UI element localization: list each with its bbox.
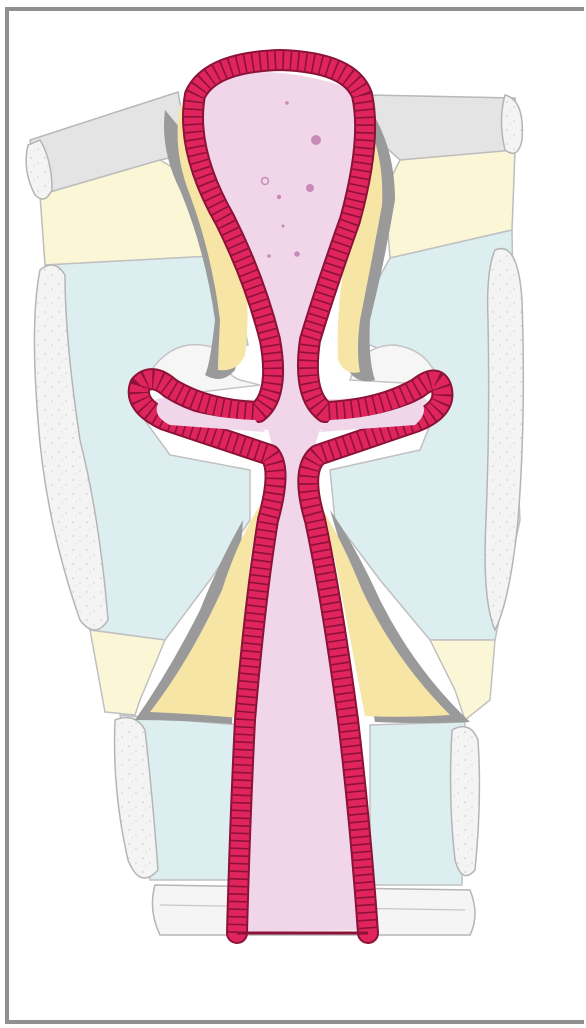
- lower-cartilage-right: [451, 727, 480, 876]
- outer-cartilage-right-top: [502, 95, 523, 153]
- outer-cartilage-right: [485, 249, 523, 630]
